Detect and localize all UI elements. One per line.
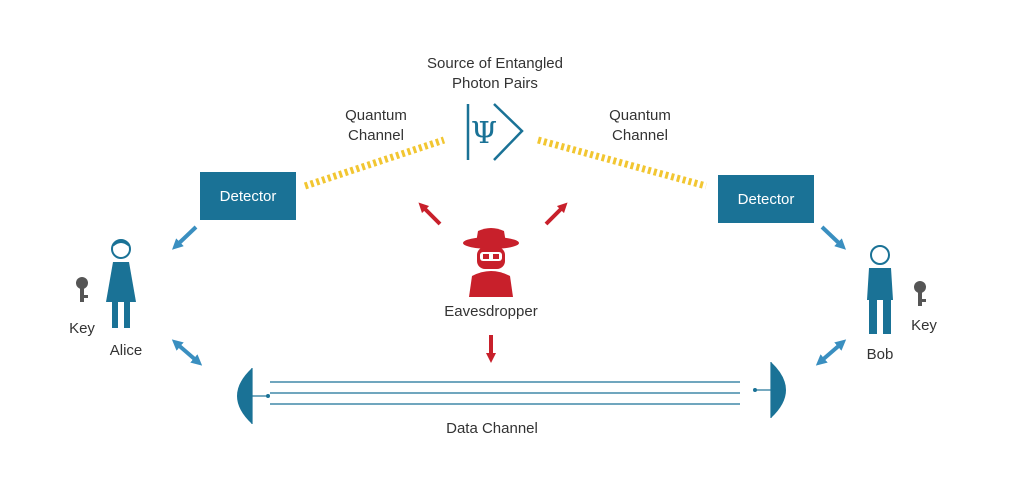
bob-figure [867, 245, 893, 334]
eavesdropper-icon [463, 228, 519, 297]
attack-arrow-left [418, 202, 442, 226]
source-label: Source of Entangled Photon Pairs [412, 54, 578, 94]
psi-symbol: Ψ [471, 116, 497, 151]
attack-arrow-right [544, 202, 568, 226]
detector-right: Detector [718, 175, 814, 223]
bob-name-label: Bob [866, 346, 894, 363]
detector-to-bob-arrow [820, 225, 846, 250]
quantum-channel-right-beam [537, 136, 707, 190]
source-label-line2: Photon Pairs [452, 75, 538, 92]
alice-figure [106, 239, 136, 328]
bob-key-label: Key [911, 317, 937, 334]
attack-arrows [418, 202, 568, 363]
alice-key-label: Key [69, 320, 95, 337]
data-channel-label: Data Channel [446, 420, 538, 437]
eavesdropper-label: Eavesdropper [444, 303, 538, 320]
quantum-channel-left-label: Quantum Channel [328, 106, 424, 146]
blue-arrows [171, 225, 847, 366]
source-label-line1: Source of Entangled [427, 55, 563, 72]
bob-key-icon [914, 281, 926, 306]
quantum-channel-left-line2: Channel [348, 127, 404, 144]
quantum-channel-right-line2: Channel [612, 127, 668, 144]
quantum-channel-left-beam [303, 136, 446, 190]
alice-name-label: Alice [109, 342, 143, 359]
alice-key-icon [76, 277, 88, 302]
alice-dish-icon [237, 368, 270, 424]
detector-to-alice-arrow [172, 225, 198, 250]
alice-dish-arrow [171, 339, 203, 366]
detector-left: Detector [200, 172, 296, 220]
quantum-channel-right-label: Quantum Channel [592, 106, 688, 146]
entangled-source-icon: Ψ [466, 103, 524, 161]
bob-dish-arrow [815, 339, 847, 366]
quantum-channel-right-line1: Quantum [609, 107, 671, 124]
data-channel-lines [270, 381, 740, 405]
quantum-channel-left-line1: Quantum [345, 107, 407, 124]
bob-dish-icon [753, 362, 786, 418]
